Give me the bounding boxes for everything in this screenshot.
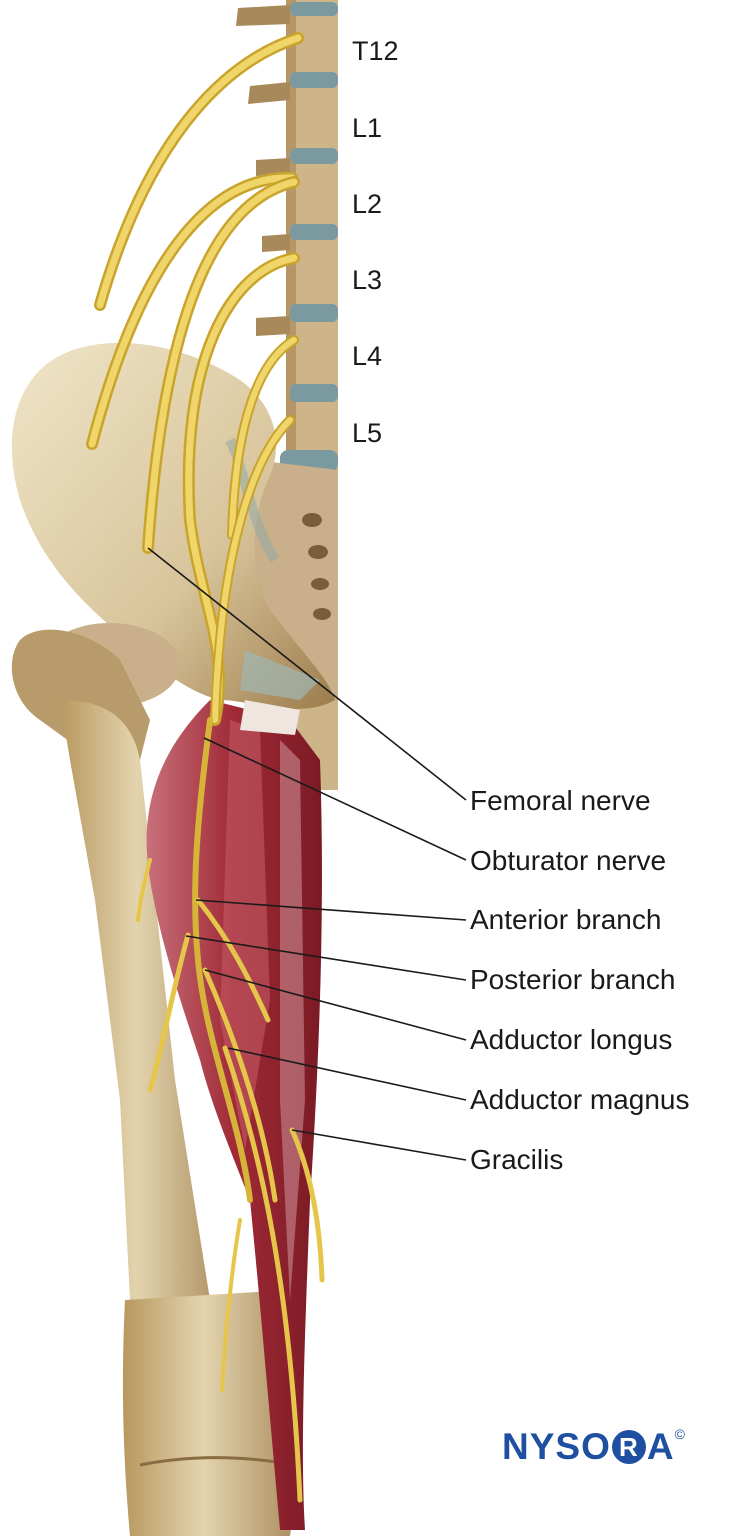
logo-text-pre: NYSO <box>502 1426 611 1467</box>
vertebra-label-l1: L1 <box>352 113 383 143</box>
callout-femoral-nerve: Femoral nerve <box>470 785 651 816</box>
leader-lines <box>147 547 467 1161</box>
spine-illustration <box>236 0 338 790</box>
callout-posterior-branch: Posterior branch <box>470 964 676 995</box>
lumbar-nerves-illustration <box>86 32 325 1503</box>
leader-line-anterior-branch <box>195 899 467 921</box>
callout-obturator-nerve: Obturator nerve <box>470 845 667 876</box>
vertebra-label-l4: L4 <box>352 341 383 371</box>
logo-circled-letter: R <box>611 1430 646 1464</box>
leader-line-posterior-branch <box>185 935 467 981</box>
leader-line-adductor-longus <box>204 969 467 1041</box>
leader-line-adductor-magnus <box>227 1047 467 1101</box>
femur-illustration <box>11 623 302 1536</box>
logo-text-post: A <box>646 1426 675 1467</box>
leader-line-obturator-nerve <box>203 737 467 861</box>
vertebra-label-l5: L5 <box>352 418 383 448</box>
logo-copyright-mark: © <box>674 1426 686 1442</box>
vertebra-label-l2: L2 <box>352 189 383 219</box>
callout-anterior-branch: Anterior branch <box>470 904 662 935</box>
leader-line-gracilis <box>291 1129 467 1161</box>
vertebra-label-l3: L3 <box>352 265 383 295</box>
vertebra-label-t12: T12 <box>352 36 399 66</box>
callout-gracilis: Gracilis <box>470 1144 564 1175</box>
leader-line-femoral-nerve <box>147 547 467 801</box>
callout-adductor-magnus: Adductor magnus <box>470 1084 690 1115</box>
callout-adductor-longus: Adductor longus <box>470 1024 673 1055</box>
